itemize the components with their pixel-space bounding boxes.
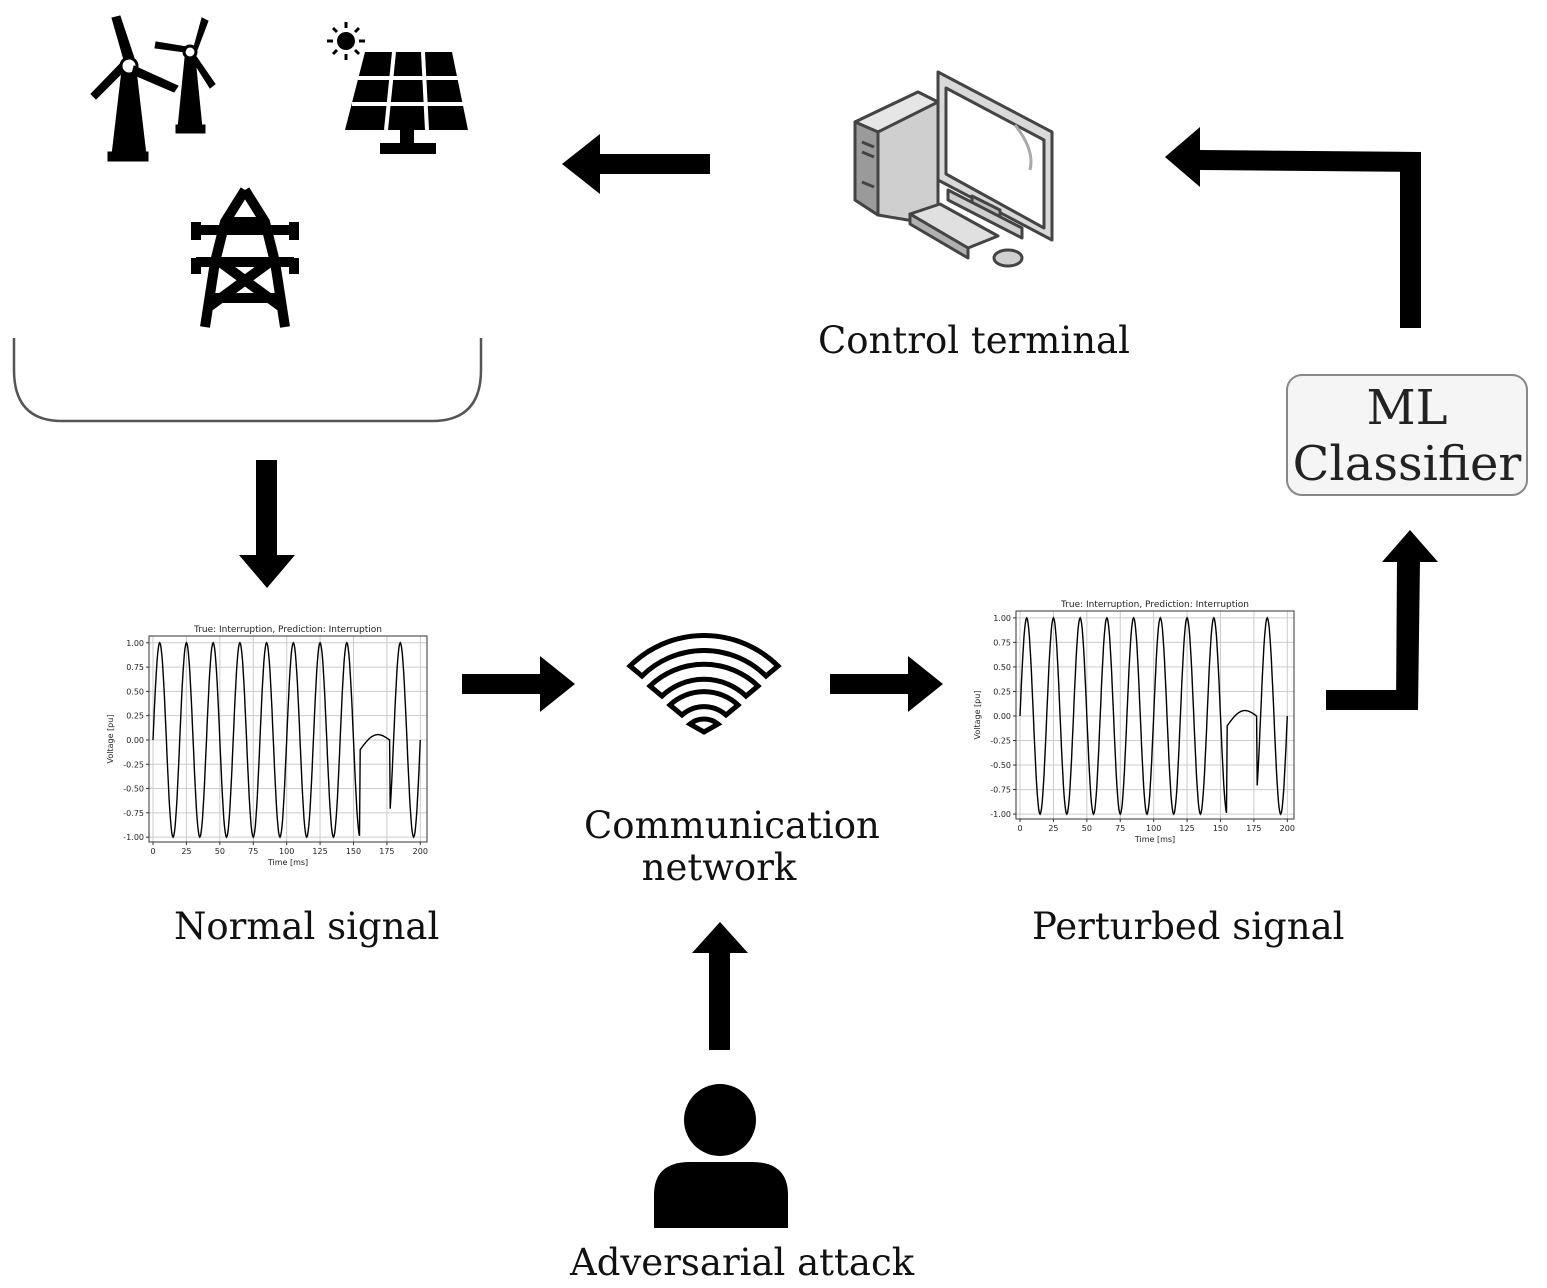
y-tick-label: 0.00 — [126, 736, 144, 745]
y-axis-label: Voltage [pu] — [973, 691, 982, 740]
y-tick-label: -0.75 — [990, 786, 1011, 795]
y-tick-label: -0.50 — [990, 761, 1011, 770]
arrow-normal-to-network — [462, 656, 575, 712]
computer-icon — [853, 70, 1054, 268]
x-tick-label: 175 — [1246, 824, 1261, 833]
signal-series-line — [152, 641, 421, 839]
x-axis-label: Time [ms] — [1134, 835, 1175, 844]
normal-signal-caption: Normal signal — [174, 905, 440, 948]
y-tick-label: 0.50 — [126, 687, 144, 696]
plot-frame — [148, 635, 428, 843]
x-tick-label: 175 — [379, 847, 394, 856]
arrow-attack-to-network — [692, 922, 748, 1050]
ml-classifier-line2: Classifier — [1292, 436, 1522, 492]
x-tick-label: 0 — [150, 847, 155, 856]
communication-network-caption: Communication network — [584, 804, 880, 889]
chart-title: True: Interruption, Prediction: Interrup… — [193, 625, 382, 635]
adversary-person-icon — [654, 1084, 788, 1228]
normal-signal-chart: True: Interruption, Prediction: Interrup… — [106, 625, 428, 867]
y-tick-label: -0.25 — [990, 737, 1011, 746]
signal-series-line — [1019, 616, 1288, 816]
transmission-tower-icon — [191, 187, 299, 328]
x-tick-label: 150 — [1213, 824, 1228, 833]
communication-network-line1: Communication — [584, 804, 880, 847]
solar-panel-icon — [327, 22, 468, 154]
y-tick-label: 0.75 — [993, 638, 1011, 647]
y-axis-label: Voltage [pu] — [106, 715, 115, 764]
x-tick-label: 50 — [215, 847, 225, 856]
power-grid-bracket — [12, 338, 483, 423]
control-terminal-caption: Control terminal — [818, 319, 1130, 362]
x-tick-label: 100 — [1146, 824, 1161, 833]
y-tick-label: -0.75 — [123, 809, 144, 818]
x-tick-label: 200 — [1280, 824, 1295, 833]
x-axis-label: Time [ms] — [267, 858, 308, 867]
perturbed-signal-chart: True: Interruption, Prediction: Interrup… — [973, 600, 1295, 844]
arrow-grid-to-normal-signal — [239, 460, 295, 588]
x-tick-label: 125 — [1179, 824, 1194, 833]
x-tick-label: 75 — [248, 847, 258, 856]
arrow-terminal-to-grid — [562, 134, 710, 194]
y-tick-label: 0.00 — [993, 712, 1011, 721]
y-tick-label: -0.50 — [123, 785, 144, 794]
x-tick-label: 75 — [1115, 824, 1125, 833]
y-tick-label: 1.00 — [993, 614, 1011, 623]
x-tick-label: 125 — [312, 847, 327, 856]
y-tick-label: 0.75 — [126, 663, 144, 672]
plot-frame — [1015, 610, 1295, 820]
y-tick-label: 0.50 — [993, 663, 1011, 672]
chart-title: True: Interruption, Prediction: Interrup… — [1060, 600, 1249, 610]
x-tick-label: 25 — [1048, 824, 1058, 833]
arrow-classifier-to-terminal — [1165, 127, 1421, 328]
adversarial-attack-caption: Adversarial attack — [570, 1241, 915, 1284]
ml-classifier-box: ML Classifier — [1286, 374, 1528, 496]
y-tick-label: -0.25 — [123, 760, 144, 769]
y-tick-label: 1.00 — [126, 639, 144, 648]
x-tick-label: 100 — [279, 847, 294, 856]
perturbed-signal-caption: Perturbed signal — [1032, 905, 1345, 948]
y-tick-label: -1.00 — [990, 810, 1011, 819]
wifi-icon — [626, 632, 782, 735]
arrow-perturbed-to-classifier — [1326, 530, 1438, 710]
x-tick-label: 50 — [1082, 824, 1092, 833]
y-tick-label: -1.00 — [123, 833, 144, 842]
x-tick-label: 25 — [181, 847, 191, 856]
communication-network-line2: network — [641, 846, 797, 889]
wind-turbine-icon — [90, 15, 179, 162]
y-tick-label: 0.25 — [993, 687, 1011, 696]
x-tick-label: 150 — [346, 847, 361, 856]
y-tick-label: 0.25 — [126, 712, 144, 721]
ml-classifier-line1: ML — [1366, 380, 1448, 436]
arrow-network-to-perturbed — [830, 656, 943, 712]
x-tick-label: 0 — [1017, 824, 1022, 833]
wind-turbine-small-icon — [154, 17, 216, 134]
x-tick-label: 200 — [413, 847, 428, 856]
